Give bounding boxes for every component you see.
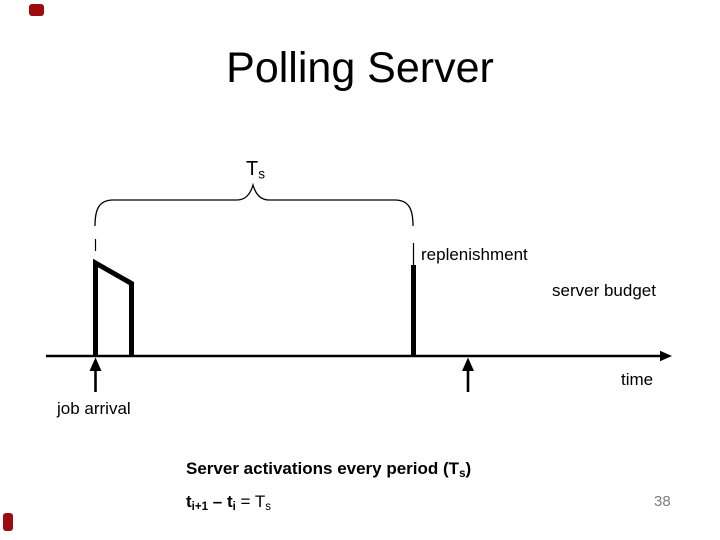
formula-t1: t: [186, 492, 192, 511]
period-label-base: T: [246, 158, 259, 180]
period-formula: ti+1 – ti = Ts: [186, 492, 271, 513]
replenishment-label: replenishment: [421, 245, 528, 264]
formula-t1-subscript: i+1: [191, 500, 209, 513]
job-arrival-arrow-head: [89, 357, 102, 371]
formula-T-subscript: s: [265, 500, 272, 513]
time-axis-label: time: [621, 370, 654, 389]
corner-accent-top-left: [29, 4, 44, 16]
job-arrival-label: job arrival: [57, 399, 131, 418]
page-title: Polling Server: [226, 44, 494, 92]
formula-t2-subscript: i: [232, 500, 236, 513]
activations-caption: Server activations every period (Ts): [186, 459, 471, 480]
corner-accent-bottom-left: [3, 513, 13, 531]
ts-overbrace: [94, 182, 414, 227]
formula-minus-t2: – t: [208, 492, 233, 511]
period-label: Ts: [246, 158, 265, 182]
budget-consumption-shape: [93, 258, 134, 357]
period-label-subscript: s: [258, 166, 266, 182]
activations-caption-close: ): [465, 459, 472, 478]
activation-arrow-head: [462, 357, 474, 371]
page-number: 38: [654, 493, 671, 510]
server-budget-label: server budget: [552, 281, 656, 300]
formula-equals-T: = T: [235, 492, 266, 511]
activations-caption-text: Server activations every period (T: [186, 459, 460, 478]
activations-caption-subscript: s: [459, 467, 466, 480]
timeline-arrowhead: [660, 350, 672, 362]
